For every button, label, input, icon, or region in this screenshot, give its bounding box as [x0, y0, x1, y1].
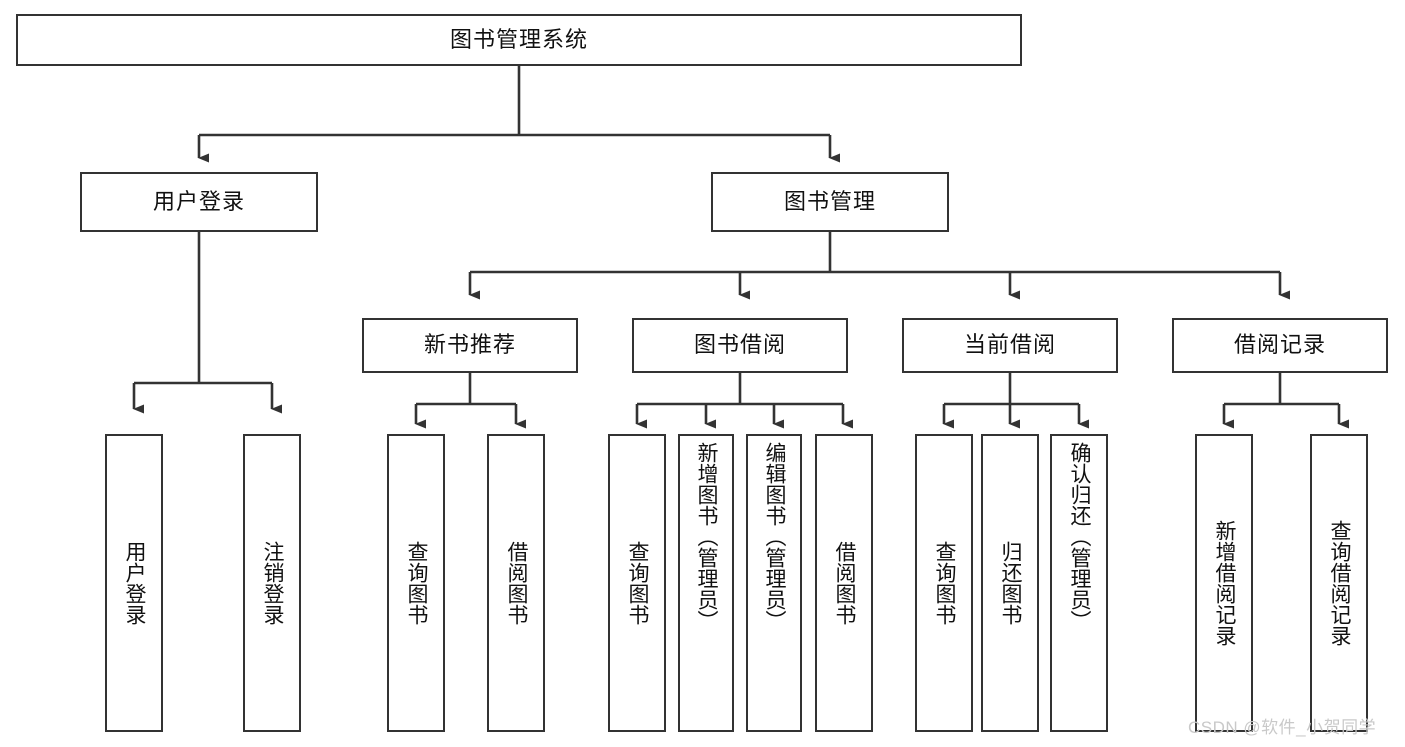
- leaf-add-book[interactable]: 新增图书（管理员）: [678, 434, 734, 732]
- node-current-borrow-label: 当前借阅: [963, 332, 1056, 358]
- edge-root-to-level2: [197, 66, 840, 163]
- leaf-return-book[interactable]: 归还图书: [981, 434, 1039, 732]
- node-user-login[interactable]: 用户登录: [80, 172, 318, 232]
- leaf-add-record[interactable]: 新增借阅记录: [1195, 434, 1253, 732]
- watermark-text: CSDN @软件_小贺同学: [1188, 718, 1377, 737]
- node-root-label: 图书管理系统: [449, 26, 588, 52]
- node-borrow-record-label: 借阅记录: [1233, 332, 1326, 358]
- leaf-add-record-label: 新增借阅记录: [1213, 520, 1237, 646]
- edge-currentborrow-to-leaves: [942, 373, 1089, 429]
- leaf-query-book-1-label: 查询图书: [405, 541, 429, 625]
- leaf-edit-book[interactable]: 编辑图书（管理员）: [746, 434, 802, 732]
- edge-newbook-to-leaves: [414, 373, 526, 429]
- leaf-edit-book-label: 编辑图书（管理员）: [763, 442, 787, 631]
- node-book-borrow-label: 图书借阅: [693, 332, 786, 358]
- leaf-confirm-return[interactable]: 确认归还（管理员）: [1050, 434, 1108, 732]
- leaf-add-book-label: 新增图书（管理员）: [695, 442, 719, 631]
- leaf-borrow-book-2-label: 借阅图书: [833, 541, 857, 625]
- node-root[interactable]: 图书管理系统: [16, 14, 1022, 66]
- leaf-query-record-label: 查询借阅记录: [1328, 520, 1352, 646]
- node-book-borrow[interactable]: 图书借阅: [632, 318, 848, 373]
- edge-userlogin-to-leaves: [132, 232, 282, 414]
- leaf-user-logout[interactable]: 注销登录: [243, 434, 301, 732]
- leaf-query-record[interactable]: 查询借阅记录: [1310, 434, 1368, 732]
- leaf-query-book-2-label: 查询图书: [626, 541, 650, 625]
- edge-borrowrecord-to-leaves: [1222, 373, 1349, 429]
- leaf-query-book-2[interactable]: 查询图书: [608, 434, 666, 732]
- node-current-borrow[interactable]: 当前借阅: [902, 318, 1118, 373]
- leaf-query-book-1[interactable]: 查询图书: [387, 434, 445, 732]
- node-new-book-recommend[interactable]: 新书推荐: [362, 318, 578, 373]
- node-book-management-label: 图书管理: [783, 188, 876, 214]
- leaf-borrow-book-1[interactable]: 借阅图书: [487, 434, 545, 732]
- node-book-management[interactable]: 图书管理: [711, 172, 949, 232]
- edge-bookmgmt-to-level3: [468, 232, 1290, 300]
- node-new-book-recommend-label: 新书推荐: [423, 332, 516, 358]
- leaf-user-logout-label: 注销登录: [261, 541, 285, 625]
- leaf-return-book-label: 归还图书: [999, 541, 1023, 625]
- leaf-query-book-3-label: 查询图书: [933, 541, 957, 625]
- leaf-query-book-3[interactable]: 查询图书: [915, 434, 973, 732]
- edge-bookborrow-to-leaves: [635, 373, 853, 429]
- leaf-borrow-book-1-label: 借阅图书: [505, 541, 529, 625]
- node-user-login-label: 用户登录: [152, 188, 245, 214]
- leaf-borrow-book-2[interactable]: 借阅图书: [815, 434, 873, 732]
- leaf-user-login[interactable]: 用户登录: [105, 434, 163, 732]
- leaf-confirm-return-label: 确认归还（管理员）: [1068, 442, 1092, 631]
- node-borrow-record[interactable]: 借阅记录: [1172, 318, 1388, 373]
- leaf-user-login-label: 用户登录: [123, 541, 147, 625]
